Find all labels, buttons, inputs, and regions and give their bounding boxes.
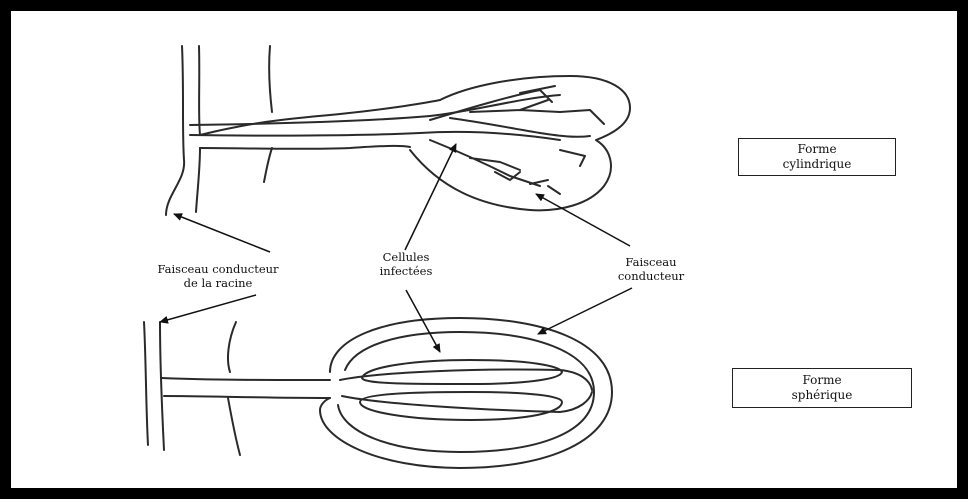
root-bundle-top-right — [196, 46, 200, 212]
infected-cells-lower — [360, 392, 562, 420]
label-faisceau-racine-line1: Faisceau conducteur — [128, 262, 308, 276]
inner-vascular-top — [190, 95, 560, 140]
arrow-root-bundle-bottom — [160, 295, 256, 322]
arrow-root-bundle-top — [174, 214, 270, 252]
arrow-infected-top — [405, 144, 456, 250]
label-faisceau-line1: Faisceau — [586, 255, 716, 269]
box-cylindrique-line2: cylindrique — [739, 157, 895, 172]
label-cellules-infectees: Cellules infectées — [346, 250, 466, 278]
root-bundle-top-left — [166, 46, 184, 215]
label-faisceau-racine-line2: de la racine — [128, 276, 308, 290]
label-cellules-line1: Cellules — [346, 250, 466, 264]
box-cylindrique-line1: Forme — [739, 142, 895, 157]
label-faisceau-line2: conducteur — [586, 269, 716, 283]
spherical-nodule-drawing — [144, 318, 612, 468]
cylindrical-nodule-drawing — [166, 46, 630, 215]
infected-cells-upper — [362, 360, 562, 384]
annotation-arrows — [160, 144, 632, 352]
box-spherique-line2: sphérique — [733, 388, 911, 403]
nodule-branches-top — [430, 86, 604, 194]
root-bundle-bottom — [144, 322, 164, 450]
nodule-vascular-bottom — [340, 369, 592, 412]
box-forme-cylindrique: Forme cylindrique — [738, 138, 896, 176]
box-forme-spherique: Forme sphérique — [732, 368, 912, 408]
box-spherique-line1: Forme — [733, 373, 911, 388]
label-faisceau-conducteur: Faisceau conducteur — [586, 255, 716, 283]
arrow-bundle-bottom — [538, 288, 632, 334]
nodule-body-top — [410, 76, 630, 210]
nodule-stem-bottom — [162, 378, 330, 398]
label-cellules-line2: infectées — [346, 264, 466, 278]
root-cortex-bottom — [228, 322, 240, 455]
root-cortex-top — [264, 46, 272, 182]
label-faisceau-racine: Faisceau conducteur de la racine — [128, 262, 308, 290]
